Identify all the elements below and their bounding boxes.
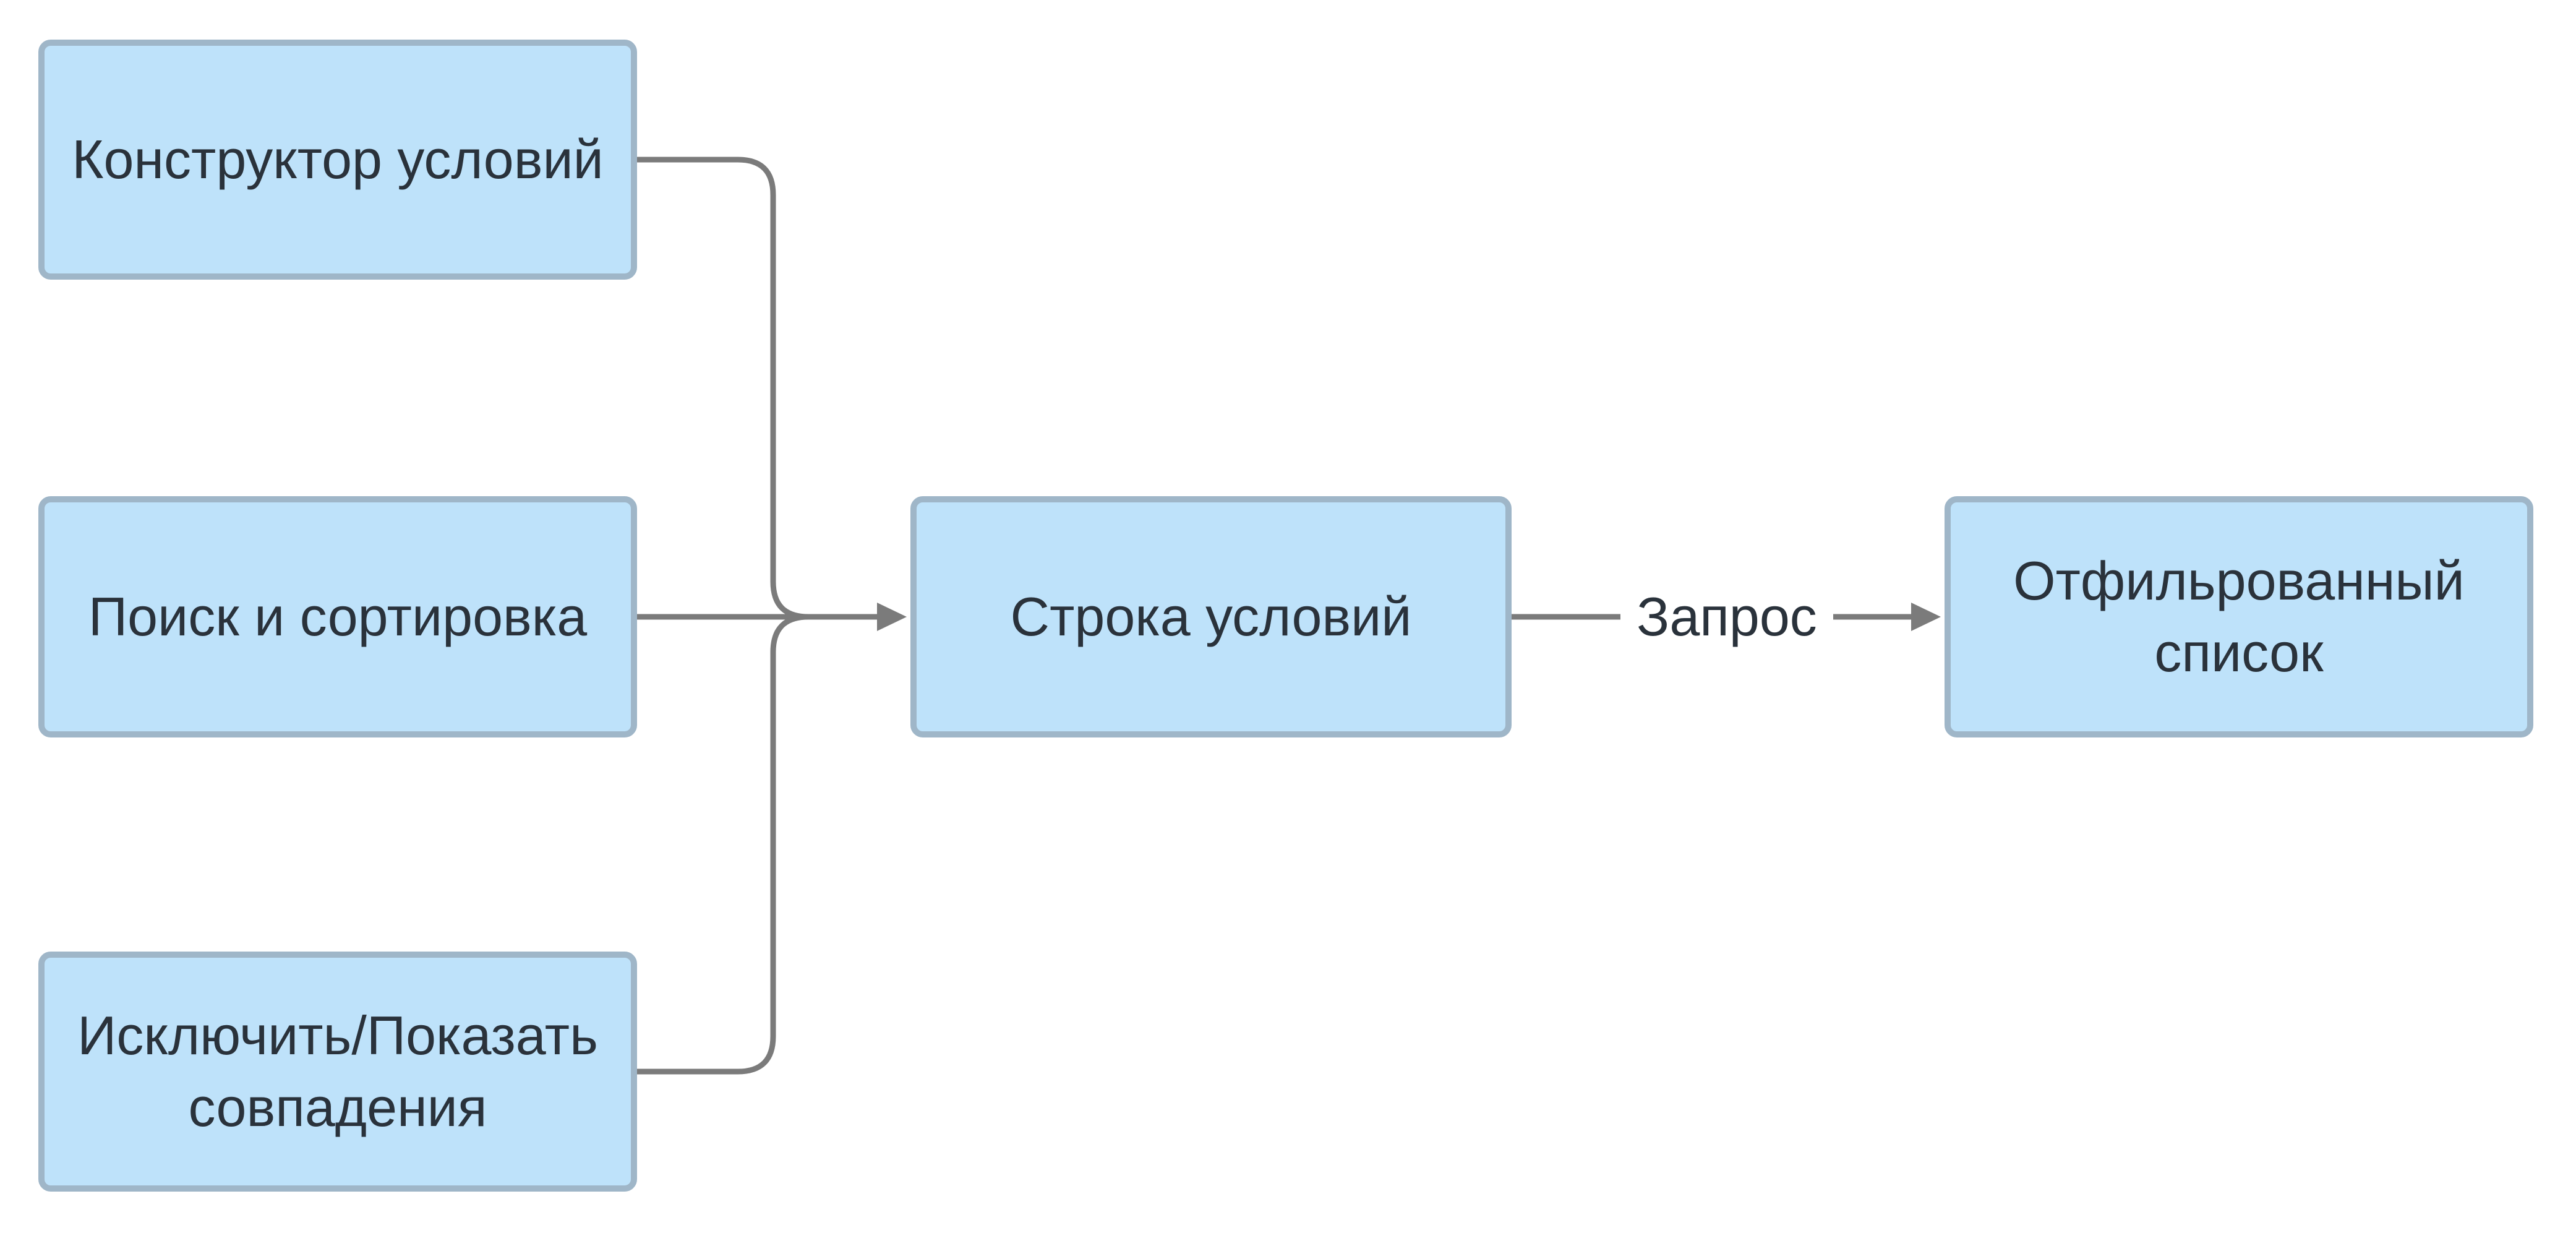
edge-label-query: Запрос bbox=[1620, 576, 1833, 658]
node-filtered-list: Отфильрованный список bbox=[1945, 496, 2533, 737]
node-constructor: Конструктор условий bbox=[38, 40, 637, 280]
node-exclude-show: Исключить/Показать совпадения bbox=[38, 952, 637, 1192]
node-label: Поиск и сортировка bbox=[88, 585, 588, 647]
arrowhead-icon bbox=[1911, 603, 1941, 631]
node-label: Конструктор условий bbox=[72, 128, 604, 190]
node-search-sort: Поиск и сортировка bbox=[38, 496, 637, 737]
edge-constructor-to-condition-string bbox=[634, 157, 881, 620]
edge-exclude-show-to-condition-string bbox=[634, 614, 881, 1075]
arrowhead-icon bbox=[877, 603, 907, 631]
node-condition-string: Строка условий bbox=[910, 496, 1512, 737]
node-label: Строка условий bbox=[1010, 585, 1412, 647]
node-label: Исключить/Показать совпадения bbox=[77, 1004, 598, 1138]
node-label: Отфильрованный список bbox=[2013, 549, 2465, 683]
